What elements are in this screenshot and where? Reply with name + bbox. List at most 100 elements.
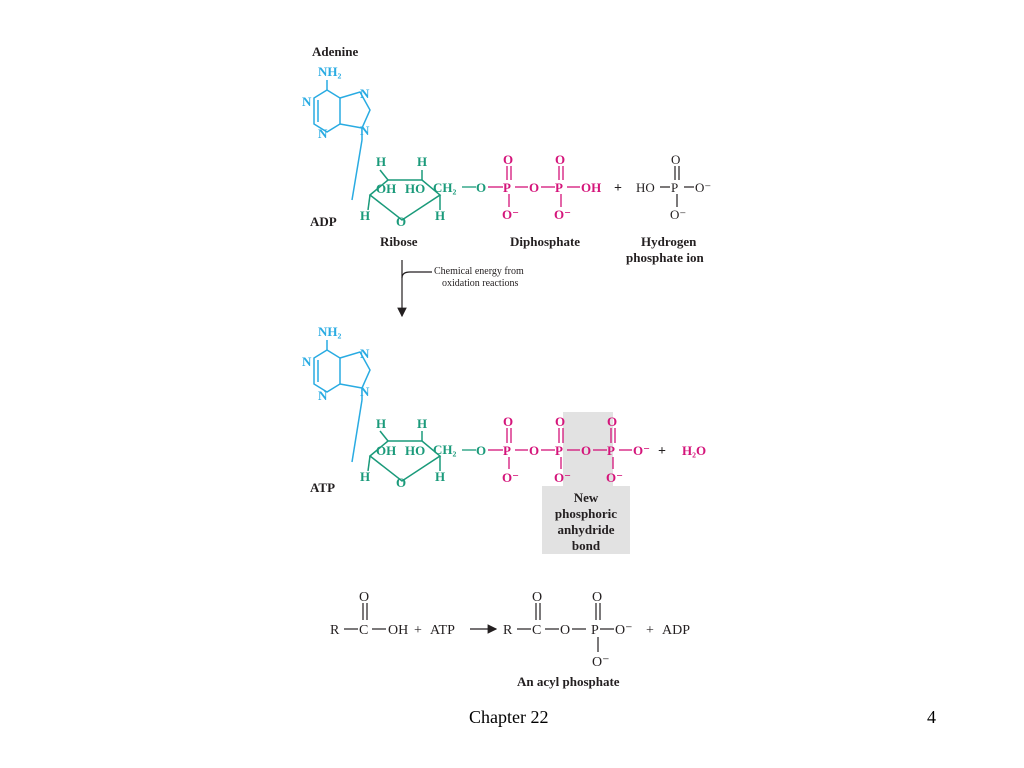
h-atom: H xyxy=(376,416,386,431)
o-minus: O⁻ xyxy=(554,207,571,222)
atp-molecule: NH₂ N N N N H H OH HO CH₂ H O H xyxy=(302,324,706,554)
p-atom: P xyxy=(555,180,563,195)
o-double: O xyxy=(671,152,680,167)
atp-reactant: ATP xyxy=(430,623,455,638)
o-minus: O⁻ xyxy=(502,470,519,485)
o-minus: O⁻ xyxy=(554,470,571,485)
r-group: R xyxy=(330,623,340,638)
adenine-ring-atp xyxy=(313,340,371,463)
adenine-label: Adenine xyxy=(312,44,358,59)
triphosphate-chain xyxy=(462,428,632,469)
o-minus: O⁻ xyxy=(606,470,623,485)
o-atom: O xyxy=(529,443,539,458)
ribose-label: Ribose xyxy=(380,234,418,249)
p-atom: P xyxy=(607,443,615,458)
h-atom: H xyxy=(360,469,370,484)
plus-sign: + xyxy=(646,623,654,638)
ring-oxygen: O xyxy=(396,214,406,229)
new-bond-line: bond xyxy=(572,538,601,553)
atp-label: ATP xyxy=(310,480,335,495)
o-double: O xyxy=(555,414,565,429)
ribose-ring-adp xyxy=(367,169,442,221)
energy-label-line2: oxidation reactions xyxy=(442,278,518,289)
o-atom: O xyxy=(581,443,591,458)
new-bond-label-box xyxy=(542,486,630,554)
oh-group: OH xyxy=(388,623,408,638)
hydrogen-label-line2: phosphate ion xyxy=(626,250,704,265)
oh-terminal: OH xyxy=(581,180,601,195)
n-atom: N xyxy=(360,123,370,138)
nh2-label-atp: NH₂ xyxy=(318,324,342,339)
adp-molecule: Adenine NH₂ N N N N H H OH HO CH₂ H O H xyxy=(302,44,711,265)
plus-sign: + xyxy=(614,181,622,196)
o-double: O xyxy=(503,414,513,429)
o-minus: O⁻ xyxy=(502,207,519,222)
o-double: O xyxy=(592,590,602,605)
adp-product: ADP xyxy=(662,623,690,638)
ch2-group: CH₂ xyxy=(433,442,457,457)
reaction-arrow: Chemical energy from oxidation reactions xyxy=(397,260,524,318)
o-double: O xyxy=(359,590,369,605)
o-double: O xyxy=(532,590,542,605)
hydrogen-phosphate xyxy=(660,166,694,207)
o-atom: O xyxy=(476,443,486,458)
ho-terminal: HO xyxy=(636,180,655,195)
c-atom: C xyxy=(359,623,368,638)
n-atom: N xyxy=(302,94,312,109)
plus-sign: + xyxy=(658,444,666,459)
n-atom: N xyxy=(318,388,328,403)
new-bond-line: anhydride xyxy=(557,522,614,537)
p-atom: P xyxy=(503,443,511,458)
oh-group: OH xyxy=(376,181,396,196)
nh2-label-adp: NH₂ xyxy=(318,64,342,79)
plus-sign: + xyxy=(414,623,422,638)
p-atom: P xyxy=(591,623,599,638)
ch2-group: CH₂ xyxy=(433,180,457,195)
diphosphate-label: Diphosphate xyxy=(510,234,580,249)
adp-label: ADP xyxy=(310,214,337,229)
acyl-phosphate-label: An acyl phosphate xyxy=(517,674,620,689)
new-bond-line: New xyxy=(574,490,599,505)
diphosphate-chain xyxy=(462,166,580,207)
o-atom: O xyxy=(529,180,539,195)
o-double: O xyxy=(555,152,565,167)
o-minus: O⁻ xyxy=(592,655,610,670)
water: H₂O xyxy=(682,443,706,458)
o-double: O xyxy=(607,414,617,429)
hydrogen-label-line1: Hydrogen xyxy=(641,234,697,249)
o-minus: O⁻ xyxy=(615,623,633,638)
ring-oxygen: O xyxy=(396,475,406,490)
energy-label-line1: Chemical energy from xyxy=(434,266,524,277)
o-double: O xyxy=(503,152,513,167)
p-atom: P xyxy=(671,180,678,195)
h-atom: H xyxy=(417,416,427,431)
o-atom: O xyxy=(476,180,486,195)
n-atom: N xyxy=(360,346,370,361)
chapter-footer: Chapter 22 xyxy=(469,707,549,727)
new-bond-line: phosphoric xyxy=(555,506,617,521)
ribose-ring-atp xyxy=(367,430,442,482)
p-atom: P xyxy=(503,180,511,195)
h-atom: H xyxy=(435,208,445,223)
o-minus: O⁻ xyxy=(633,443,650,458)
o-atom: O xyxy=(560,623,570,638)
n-atom: N xyxy=(360,86,370,101)
n-atom: N xyxy=(302,354,312,369)
n-atom: N xyxy=(318,126,328,141)
c-atom: C xyxy=(532,623,541,638)
adenine-ring-adp xyxy=(313,80,371,201)
page-number: 4 xyxy=(927,707,936,727)
acyl-phosphate-reaction: R C O OH + ATP R C O O P O O⁻ O⁻ + ADP A… xyxy=(330,590,690,689)
o-minus: O⁻ xyxy=(695,180,711,195)
h-atom: H xyxy=(435,469,445,484)
oh-group: OH xyxy=(376,443,396,458)
ho-group: HO xyxy=(405,443,425,458)
o-minus: O⁻ xyxy=(670,207,686,222)
ho-group: HO xyxy=(405,181,425,196)
h-atom: H xyxy=(417,154,427,169)
h-atom: H xyxy=(360,208,370,223)
n-atom: N xyxy=(360,384,370,399)
r-group: R xyxy=(503,623,513,638)
h-atom: H xyxy=(376,154,386,169)
